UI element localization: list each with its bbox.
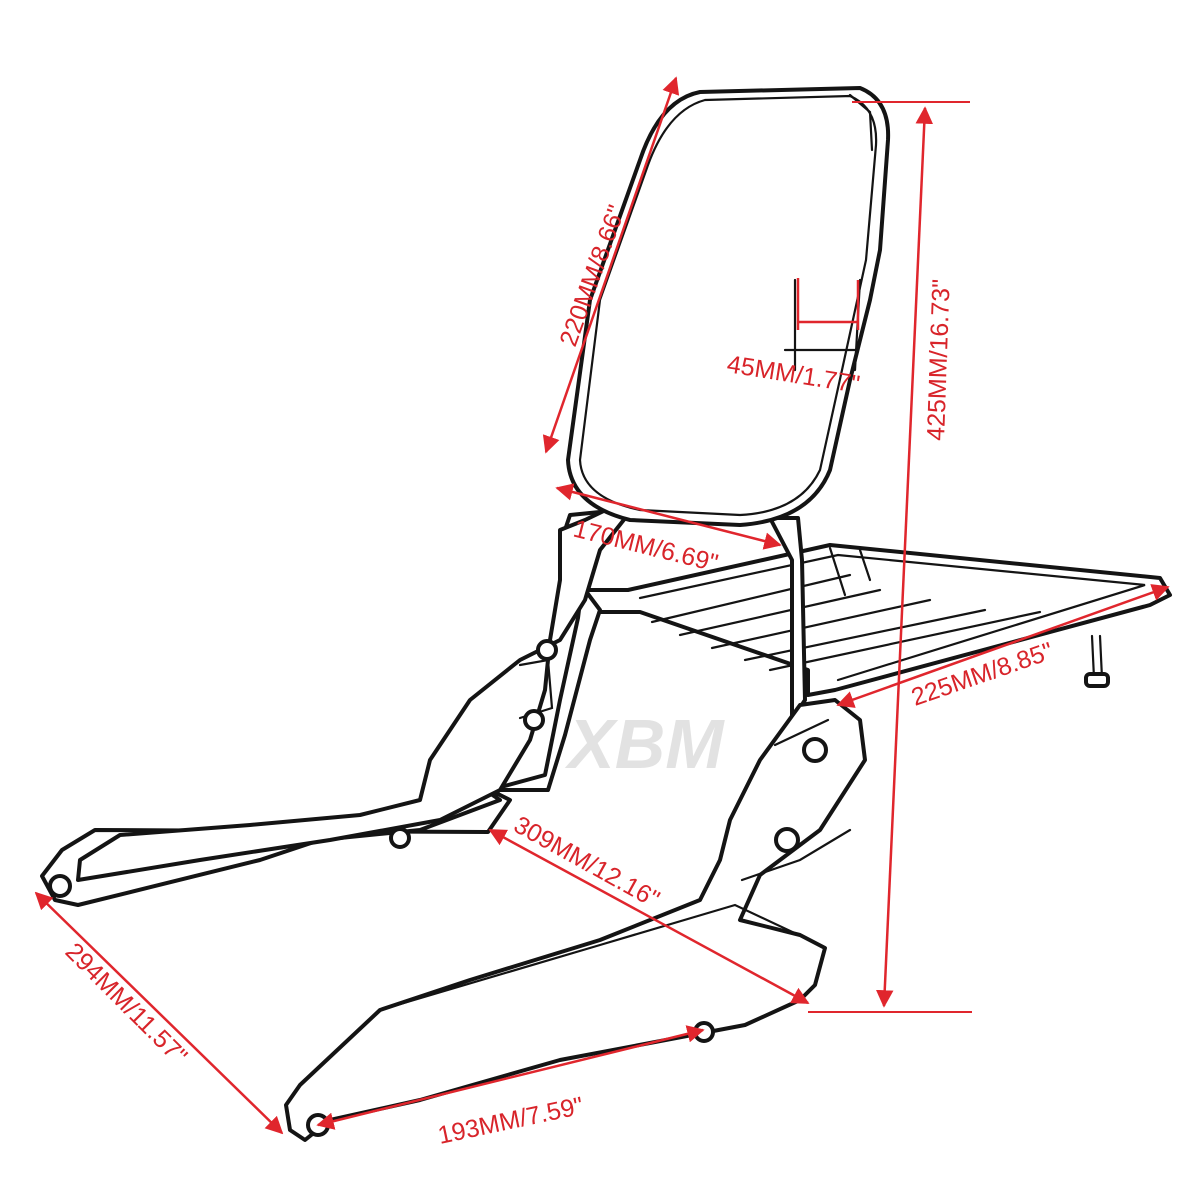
bracket-length-line [488, 828, 810, 1005]
pad-height-line [542, 76, 680, 454]
pad-width-line [555, 483, 782, 550]
rack-width-line [836, 584, 1170, 708]
mount-span-label: 294MM/11.57" [60, 937, 193, 1070]
luggage-rack [583, 543, 1172, 697]
upright-bar [768, 516, 807, 722]
bracket-length-label: 309MM/12.16" [509, 811, 664, 914]
total-height-label: 425MM/16.73" [922, 279, 956, 442]
total-height-line [875, 106, 934, 1008]
dimension-lines [34, 76, 1170, 1135]
hole-spacing-label: 193MM/7.59" [435, 1092, 585, 1150]
mount-span-line [34, 891, 284, 1135]
watermark-logo: XBM [564, 705, 725, 783]
hole-spacing-line [316, 1025, 705, 1130]
backrest-pad [566, 86, 891, 527]
